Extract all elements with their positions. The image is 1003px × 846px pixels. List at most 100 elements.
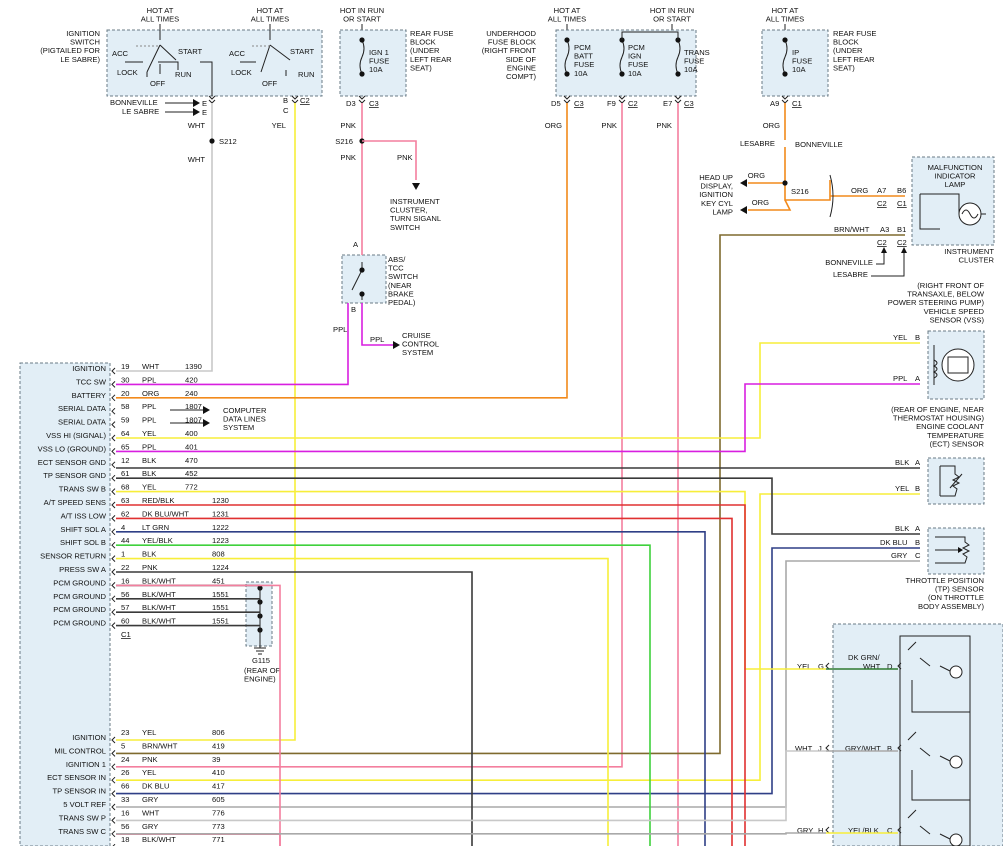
- computer-data-lines-dest: SYSTEM: [223, 423, 254, 432]
- drive-position-icon: [949, 665, 963, 679]
- pcm-pin-number: 62: [121, 509, 129, 518]
- vss-sensor-icon: [941, 348, 975, 382]
- rear-fuse-desc: REAR FUSE: [833, 29, 876, 38]
- pcm-pin-label: A/T SPEED SENS: [44, 498, 106, 507]
- cruise-control-dest: CRUISE: [402, 331, 431, 340]
- pcm-circuit-number: 1807: [185, 416, 202, 425]
- lamp-filament: [961, 209, 979, 219]
- arrow-line: [165, 102, 196, 113]
- instrument-cluster-label: CLUSTER: [959, 256, 995, 265]
- instrument-cluster-dest: CLUSTER,: [390, 206, 428, 215]
- pcm-circuit-number: 1230: [212, 496, 229, 505]
- pcm-pin-label: TCC SW: [76, 377, 107, 386]
- pcm-pin-label: SHIFT SOL B: [60, 538, 106, 547]
- rear-fuse-desc: BLOCK: [833, 38, 859, 47]
- pcm-connector-icon: [111, 541, 116, 549]
- wire-color-label: GRY/WHT: [845, 744, 881, 753]
- pcm-pin-label: VSS HI (SIGNAL): [46, 431, 106, 440]
- underhood-fuse-desc: SIDE OF: [506, 55, 537, 64]
- hot-in-run-label: HOT IN RUN: [340, 6, 384, 15]
- wire-color-label: GRY: [797, 826, 813, 835]
- underhood-fuse-desc: UNDERHOOD: [486, 29, 536, 38]
- wiper-icon: [958, 547, 963, 553]
- abs-switch-desc: ABS/: [388, 255, 406, 264]
- ect-desc: (REAR OF ENGINE, NEAR: [891, 405, 984, 414]
- pcm-circuit-number: 420: [185, 375, 198, 384]
- fuse-terminal: [359, 71, 365, 77]
- ect-desc: ENGINE COOLANT: [916, 422, 984, 431]
- bracket: [829, 174, 834, 218]
- pcm-connector-icon: [111, 776, 116, 784]
- pcm-pin-label: IGNITION 1: [66, 760, 106, 769]
- instrument-cluster-label: INSTRUMENT: [944, 247, 994, 256]
- pcm-pin-number: 44: [121, 536, 129, 545]
- mil-desc: LAMP: [945, 180, 966, 189]
- wire-color-label: PNK: [340, 153, 356, 162]
- pcm-pin-label: SERIAL DATA: [58, 404, 107, 413]
- ip-fuse-label: FUSE: [792, 57, 812, 66]
- fuse-terminal: [782, 37, 788, 43]
- wire-tp-gnd: [116, 477, 920, 535]
- wire-cruise-ppl: [361, 303, 393, 346]
- pcm-pin-number: 19: [121, 362, 129, 371]
- pcm-pin-number: 61: [121, 469, 129, 478]
- hot-at-all-times-label: HOT AT: [257, 6, 284, 15]
- pcm-connector-icon: [111, 367, 116, 375]
- connector-icon: [897, 744, 902, 752]
- off-label: OFF: [262, 79, 278, 88]
- pcm-wire-color: BLK/WHT: [142, 576, 176, 585]
- head-up-display-dest: IGNITION: [699, 190, 733, 199]
- instrument-cluster-box: [911, 156, 995, 246]
- pcm-pin-number: 33: [121, 795, 129, 804]
- pcm-pin-number: 68: [121, 483, 129, 492]
- wire-ignition-yel: [116, 103, 296, 741]
- ign1-fuse-icon: [359, 39, 365, 75]
- pcm-circuit-number: 806: [212, 728, 225, 737]
- splice-s212: [209, 138, 215, 144]
- pcm-circuit-number: 470: [185, 456, 198, 465]
- wire-color-label: PPL: [893, 374, 907, 383]
- pcm-pin-number: 5: [121, 741, 125, 750]
- arrow-icon: [901, 247, 907, 253]
- switch-pivot: [359, 291, 365, 297]
- fuse-terminal: [564, 37, 570, 43]
- connector-c2-label: C2: [628, 99, 638, 108]
- pcm-pin-label: SHIFT SOL A: [60, 525, 107, 534]
- pcm-circuit-number: 773: [212, 822, 225, 831]
- pcm-circuit-number: 452: [185, 469, 198, 478]
- pcm-connector-icon: [111, 622, 116, 629]
- instrument-cluster-dest: SWITCH: [390, 223, 420, 232]
- arrow-icon: [740, 206, 747, 214]
- pcm-pin-label: ECT SENSOR IN: [47, 773, 106, 782]
- vss-desc: (RIGHT FRONT OF: [917, 281, 984, 290]
- pcm-circuit-number: 776: [212, 808, 225, 817]
- hot-at-all-times-label: HOT AT: [554, 6, 581, 15]
- start-label: START: [290, 47, 315, 56]
- pin-b-label: B: [351, 305, 356, 314]
- instrument-cluster-dest: INSTRUMENT: [390, 197, 440, 206]
- wire-color-label: PNK: [656, 121, 672, 130]
- computer-data-lines-dest: DATA LINES: [223, 415, 266, 424]
- pcm-circuit-number: 1551: [212, 603, 229, 612]
- wire-color-label: BRN/WHT: [834, 225, 870, 234]
- pcm-batt-fuse-label: BATT: [574, 52, 593, 61]
- arrow-line: [871, 252, 905, 277]
- wire-battery-org: [116, 103, 568, 399]
- pin-a-label: A: [915, 458, 921, 467]
- wire-tp-signal: [116, 547, 920, 795]
- pcm-circuit-number: 410: [212, 768, 225, 777]
- pcm-circuit-number: 1231: [212, 509, 229, 518]
- pcm-pin-number: 57: [121, 603, 129, 612]
- wire-color-label: PPL: [333, 325, 347, 334]
- wire-at-iss-low: [116, 517, 733, 846]
- underhood-fuse-desc: ENGINE: [507, 63, 536, 72]
- data-line-wire: [170, 409, 205, 424]
- pcm-wire-color: BLK/WHT: [142, 617, 176, 626]
- wire-color-label: ORG: [545, 121, 562, 130]
- pin-b-label: B: [915, 333, 920, 342]
- wire-to-instrument-cluster: [362, 140, 417, 180]
- pcm-pin-number: 24: [121, 755, 129, 764]
- wire-press-sw-a: [116, 571, 473, 846]
- abs-switch-desc: TCC: [388, 264, 404, 273]
- bonneville-label: BONNEVILLE: [825, 258, 873, 267]
